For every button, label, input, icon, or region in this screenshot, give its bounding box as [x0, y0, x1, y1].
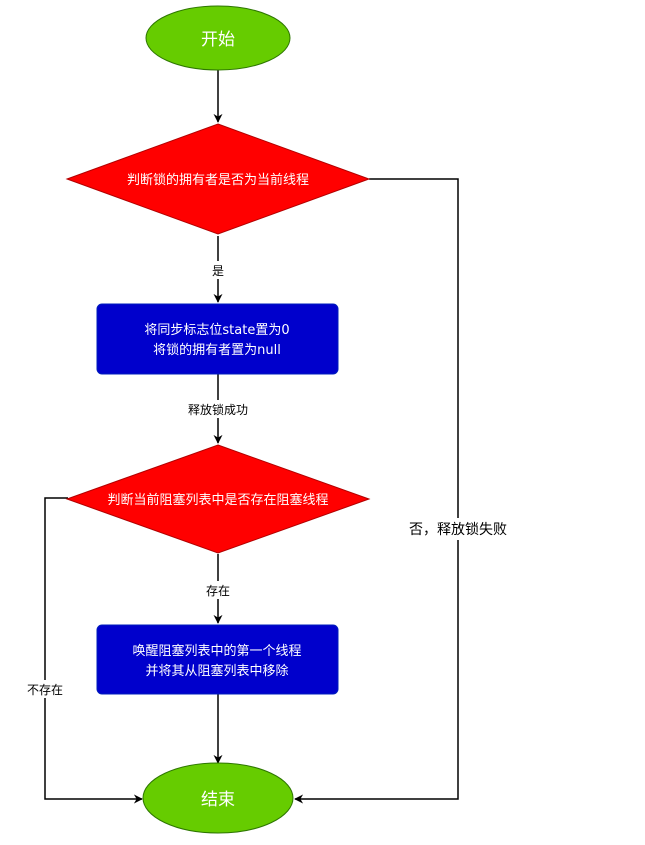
edge-label-exists: 存在 [206, 584, 230, 598]
edge-label-release-success: 释放锁成功 [188, 402, 248, 417]
process-wake-line1: 唤醒阻塞列表中的第一个线程 [132, 643, 301, 659]
edge-label-not-exists: 不存在 [27, 683, 63, 697]
decision-blocked-node: 判断当前阻塞列表中是否存在阻塞线程 [65, 444, 371, 554]
decision-blocked-label: 判断当前阻塞列表中是否存在阻塞线程 [107, 492, 328, 508]
end-ellipse [142, 762, 294, 834]
process-wake-line2: 并将其从阻塞列表中移除 [145, 663, 288, 679]
decision-owner-node: 判断锁的拥有者是否为当前线程 [65, 123, 371, 235]
end-label: 结束 [201, 790, 235, 810]
edge-labels: 是 释放锁成功 否，释放锁失败 存在 不存在 [22, 261, 518, 698]
process-release-node: 将同步标志位state置为0 将锁的拥有者置为null [96, 303, 339, 375]
process-release-line1: 将同步标志位state置为0 [144, 323, 289, 338]
edge-no-to-end [294, 178, 459, 804]
end-node: 结束 [142, 762, 294, 834]
edges [44, 70, 459, 804]
decision-owner-label: 判断锁的拥有者是否为当前线程 [127, 172, 309, 188]
edge-not-exists-to-end [44, 497, 143, 804]
start-label: 开始 [201, 30, 235, 50]
edge-label-yes: 是 [212, 264, 224, 278]
edge-label-no-release-fail: 否，释放锁失败 [409, 522, 507, 538]
process-wake-box [96, 624, 339, 695]
start-ellipse [145, 5, 291, 71]
decision-blocked-diamond [65, 444, 371, 554]
start-node: 开始 [145, 5, 291, 71]
process-release-line2: 将锁的拥有者置为null [153, 342, 281, 358]
process-wake-node: 唤醒阻塞列表中的第一个线程 并将其从阻塞列表中移除 [96, 624, 339, 695]
decision-owner-diamond [65, 123, 371, 235]
process-release-box [96, 303, 339, 375]
